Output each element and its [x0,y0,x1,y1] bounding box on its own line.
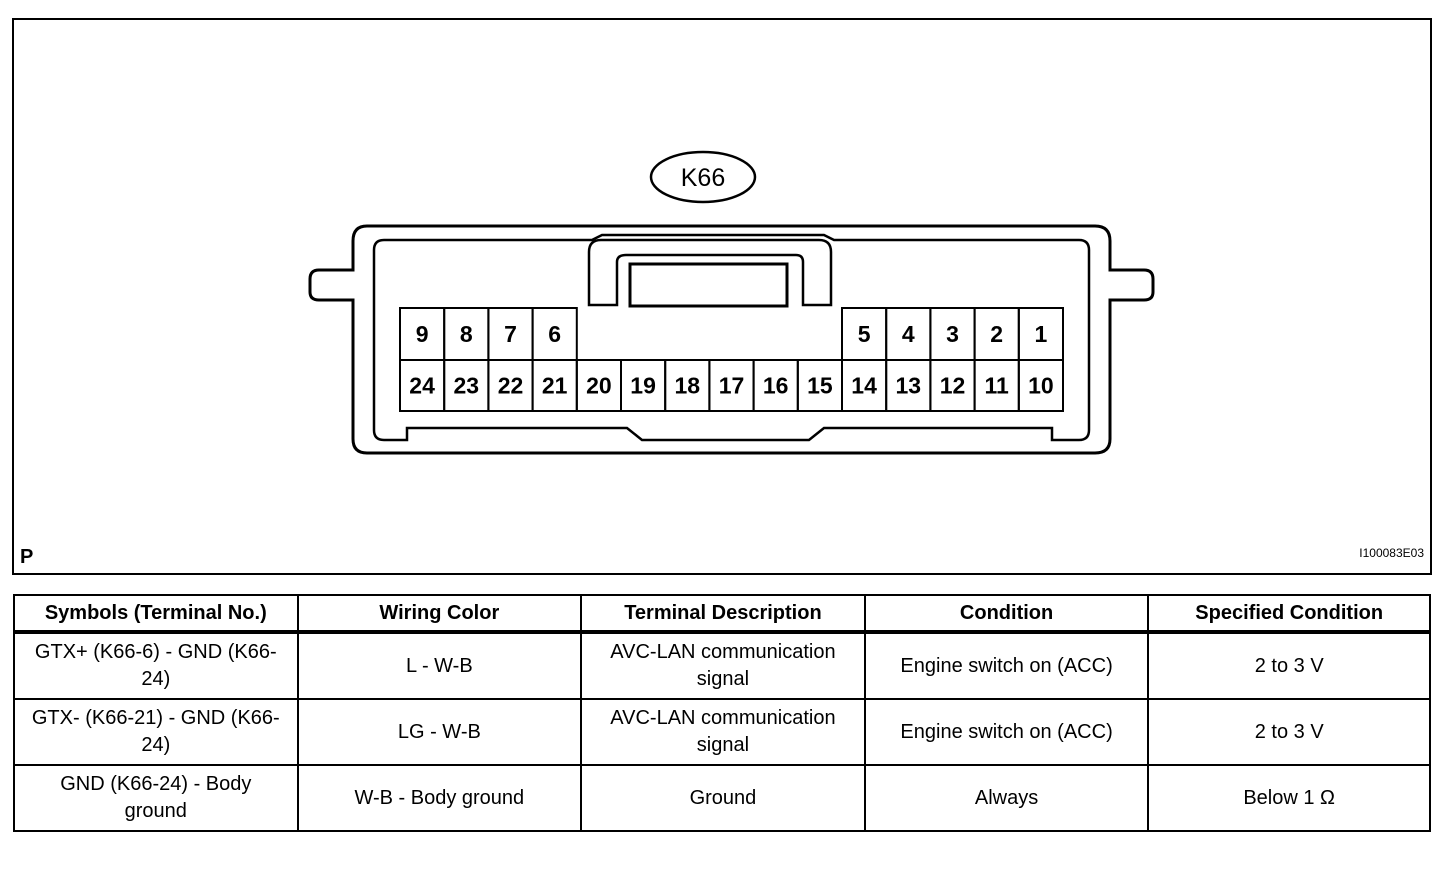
cell-condition: Engine switch on (ACC) [863,698,1150,766]
pin-cell [1017,359,1064,412]
pin-number: 7 [504,321,517,347]
pin-number: 8 [460,321,473,347]
pin-number: 5 [858,321,871,347]
cell-specified-condition: 2 to 3 V [1147,698,1431,766]
cell-condition: Engine switch on (ACC) [863,631,1150,700]
pin-number: 12 [940,373,966,399]
cell-symbols: GND (K66-24) - Body ground [13,764,299,832]
pin-number: 23 [454,373,480,399]
connector-outer-body [308,224,1155,455]
cell-wiring-color: L - W-B [296,631,583,700]
table-header-row: Symbols (Terminal No.) Wiring Color Term… [13,594,1431,634]
cell-specified-condition: 2 to 3 V [1147,631,1431,700]
pin-number: 17 [719,373,745,399]
connector-inner-cavity [372,233,1091,442]
pin-number: 18 [675,373,701,399]
header-condition: Condition [863,594,1150,634]
pin-number: 14 [851,373,877,399]
header-specified-condition: Specified Condition [1147,594,1431,634]
pin-number: 20 [586,373,612,399]
header-symbols: Symbols (Terminal No.) [13,594,299,634]
cell-terminal-description: Ground [580,764,866,832]
cell-symbols: GTX+ (K66-6) - GND (K66-24) [13,631,299,700]
pin-number: 10 [1028,373,1054,399]
pin-number: 16 [763,373,789,399]
pin-number: 6 [548,321,561,347]
latch-window [628,262,789,308]
table-row: GND (K66-24) - Body ground W-B - Body gr… [13,764,1431,832]
connector-name: K66 [681,164,725,192]
latch-housing [587,238,833,307]
pin-number: 9 [416,321,429,347]
pin-number: 4 [902,321,915,347]
header-wiring-color: Wiring Color [296,594,583,634]
pin-number: 15 [807,373,833,399]
table-row: GTX- (K66-21) - GND (K66-24) LG - W-B AV… [13,698,1431,766]
spec-table: Symbols (Terminal No.) Wiring Color Term… [13,594,1431,832]
cell-symbols: GTX- (K66-21) - GND (K66-24) [13,698,299,766]
cell-specified-condition: Below 1 Ω [1147,764,1431,832]
pin-number: 13 [896,373,922,399]
figure-code: I100083E03 [1359,546,1424,560]
pin-number: 22 [498,373,524,399]
cell-terminal-description: AVC-LAN communication signal [580,631,866,700]
pin-number: 11 [985,373,1010,399]
pin-number: 2 [990,321,1003,347]
pin-number: 19 [630,373,656,399]
view-letter: P [20,546,34,568]
table-row: GTX+ (K66-6) - GND (K66-24) L - W-B AVC-… [13,631,1431,700]
pin-number: 1 [1035,321,1048,347]
cell-terminal-description: AVC-LAN communication signal [580,698,866,766]
header-terminal-description: Terminal Description [580,594,866,634]
pin-number: 24 [409,373,435,399]
cell-wiring-color: W-B - Body ground [296,764,583,832]
connector-label-ellipse [649,150,757,204]
pin-number: 3 [946,321,959,347]
pin-number: 21 [542,373,568,399]
cell-wiring-color: LG - W-B [296,698,583,766]
cell-condition: Always [863,764,1150,832]
